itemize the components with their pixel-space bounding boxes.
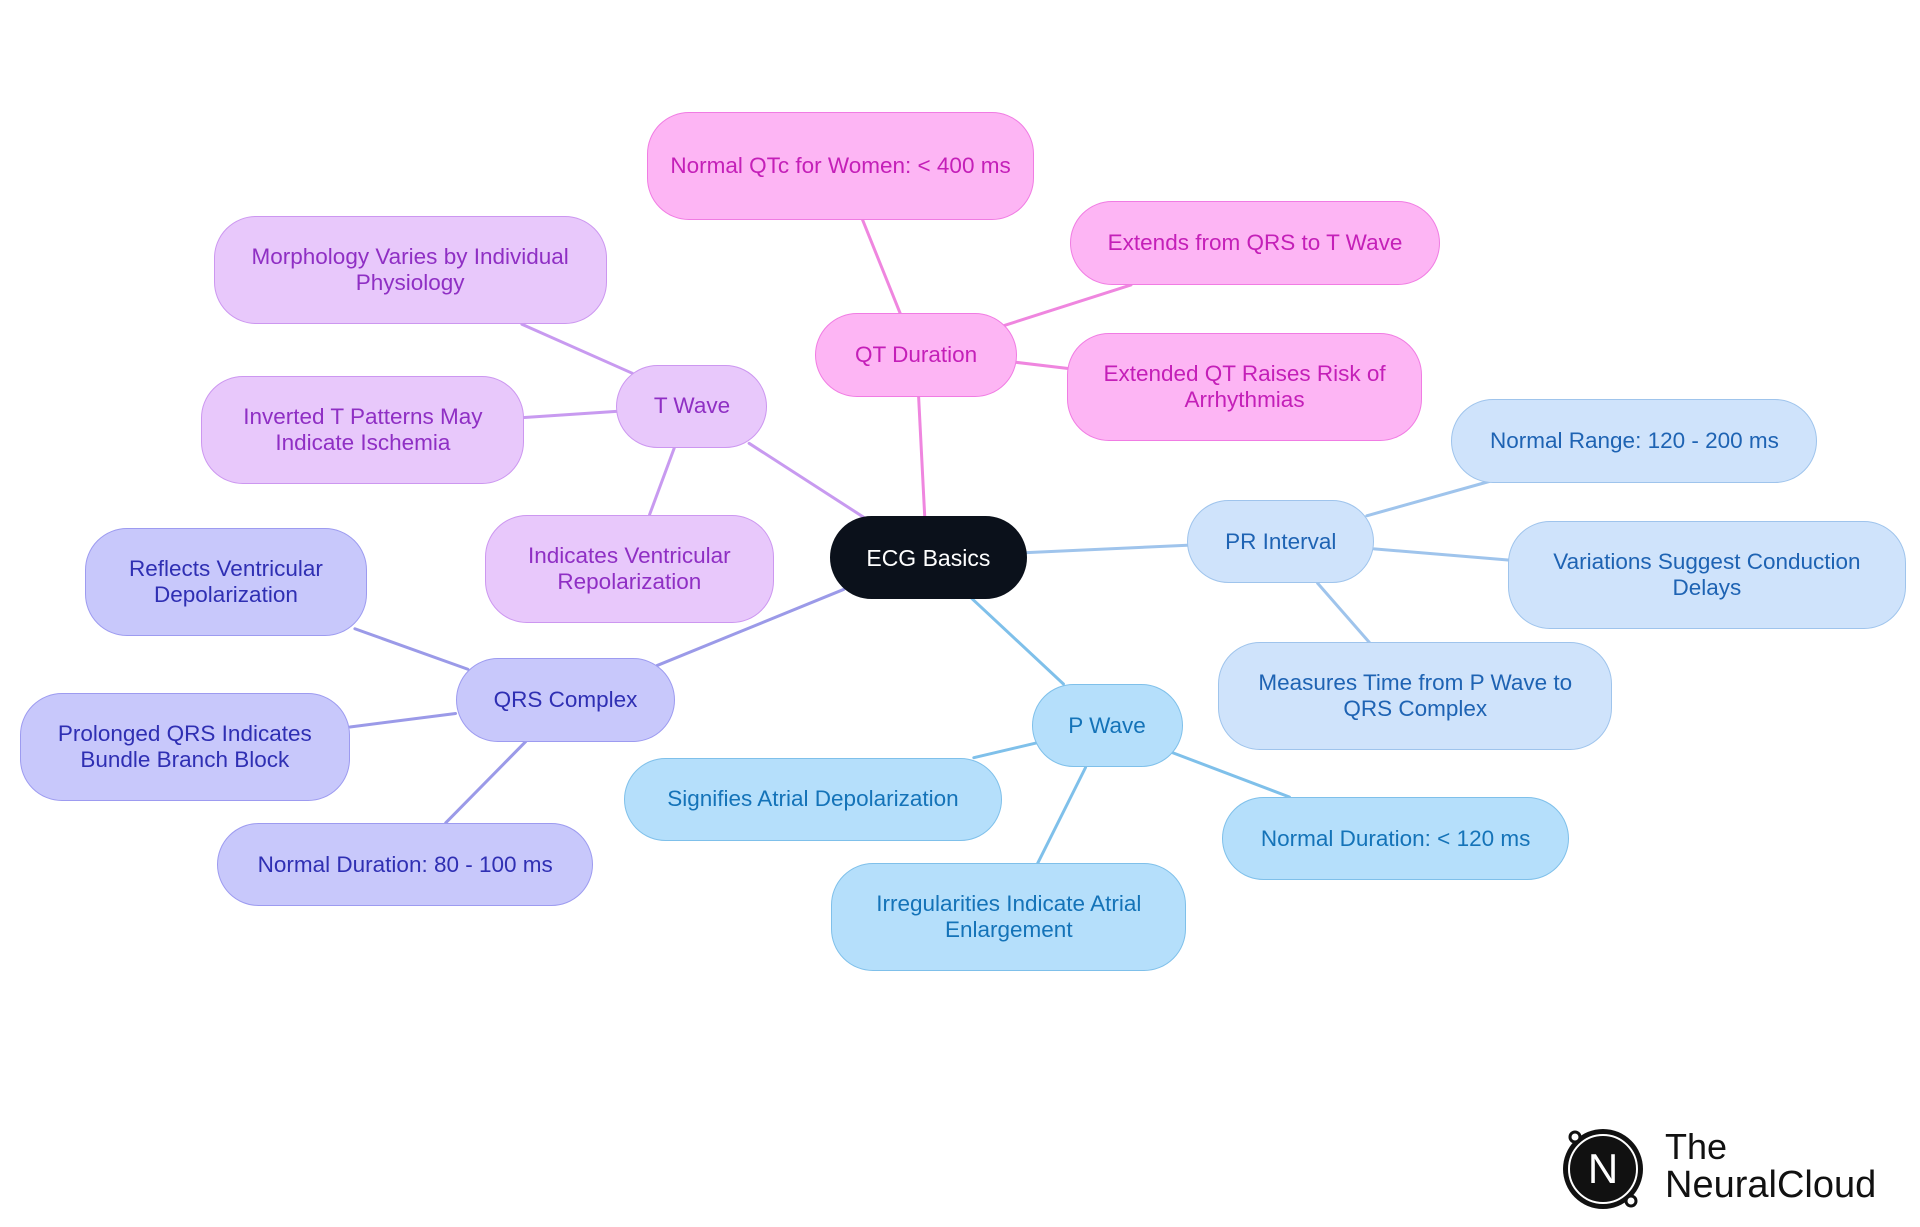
link-root-pr	[1025, 543, 1189, 555]
node-qrs3: Normal Duration: 80 - 100 ms	[217, 822, 594, 907]
node-label: Extends from QRS to T Wave	[1107, 230, 1403, 256]
node-qrs1: Reflects Ventricular Depolarization	[84, 528, 368, 637]
link-root-pw	[969, 596, 1065, 686]
node-pw1: Signifies Atrial Depolarization	[623, 757, 1003, 842]
node-label: Inverted T Patterns May Indicate Ischemi…	[243, 403, 483, 455]
link-pr-pr1	[1365, 479, 1492, 518]
link-qt-qt2	[1003, 283, 1133, 327]
node-label: Normal Duration: < 120 ms	[1260, 825, 1531, 851]
node-root: ECG Basics	[830, 515, 1027, 600]
node-label: Normal Duration: 80 - 100 ms	[257, 851, 553, 877]
node-pr1: Normal Range: 120 - 200 ms	[1451, 399, 1818, 483]
link-pr-pr3	[1316, 581, 1371, 644]
node-label: Morphology Varies by Individual Physiolo…	[251, 244, 569, 296]
logo-wordmark: The NeuralCloud	[1665, 1126, 1877, 1206]
node-tw3: Indicates Ventricular Repolarization	[485, 514, 774, 623]
link-pw-pw1	[972, 741, 1038, 760]
node-label: Prolonged QRS Indicates Bundle Branch Bl…	[57, 720, 312, 772]
node-qt1: Normal QTc for Women: < 400 ms	[647, 111, 1034, 220]
link-root-qrs	[655, 587, 846, 668]
link-qt-qt1	[860, 217, 902, 315]
node-label: Signifies Atrial Depolarization	[667, 786, 959, 812]
node-label: Indicates Ventricular Repolarization	[528, 542, 731, 594]
node-label: Measures Time from P Wave to QRS Complex	[1258, 670, 1573, 722]
node-label: Extended QT Raises Risk of Arrhythmias	[1103, 360, 1386, 412]
node-label: PR Interval	[1225, 528, 1337, 554]
node-tw2: Inverted T Patterns May Indicate Ischemi…	[201, 375, 525, 484]
link-tw-tw2	[522, 409, 618, 420]
link-qt-qt3	[1014, 360, 1069, 370]
logo-line-1: The	[1665, 1126, 1728, 1167]
link-tw-tw1	[520, 322, 634, 375]
link-root-qt	[917, 393, 927, 518]
node-label: Normal Range: 120 - 200 ms	[1490, 427, 1779, 453]
node-label: Normal QTc for Women: < 400 ms	[670, 152, 1011, 178]
link-qrs-qrs3	[444, 740, 528, 825]
node-qt2: Extends from QRS to T Wave	[1069, 201, 1441, 285]
node-qt3: Extended QT Raises Risk of Arrhythmias	[1067, 332, 1423, 441]
logo-glyph: N	[1588, 1145, 1618, 1192]
neural-cloud-logo-icon: N	[1563, 1129, 1643, 1209]
node-pw: P Wave	[1031, 683, 1183, 768]
link-qrs-qrs2	[348, 711, 458, 729]
node-qrs: QRS Complex	[455, 658, 676, 742]
link-root-tw	[747, 441, 865, 519]
node-label: P Wave	[1068, 712, 1146, 738]
link-tw-tw3	[648, 446, 676, 517]
node-label: Irregularities Indicate Atrial Enlargeme…	[876, 891, 1142, 943]
logo-line-2: NeuralCloud	[1665, 1164, 1877, 1206]
node-qt: QT Duration	[815, 313, 1017, 397]
node-pw3: Normal Duration: < 120 ms	[1221, 796, 1570, 881]
link-qrs-qrs1	[353, 627, 470, 671]
node-label: QRS Complex	[493, 686, 638, 712]
node-pw2: Irregularities Indicate Atrial Enlargeme…	[831, 863, 1187, 972]
node-pr3: Measures Time from P Wave to QRS Complex	[1218, 642, 1613, 751]
node-tw1: Morphology Varies by Individual Physiolo…	[213, 216, 607, 325]
link-pw-pw2	[1036, 766, 1088, 865]
node-label: ECG Basics	[866, 544, 991, 571]
node-label: T Wave	[653, 393, 731, 419]
link-pw-pw3	[1171, 751, 1291, 799]
node-label: QT Duration	[855, 341, 978, 367]
node-pr2: Variations Suggest Conduction Delays	[1507, 520, 1906, 629]
node-qrs2: Prolonged QRS Indicates Bundle Branch Bl…	[19, 692, 350, 801]
node-label: Reflects Ventricular Depolarization	[129, 556, 323, 608]
link-pr-pr2	[1372, 547, 1510, 562]
node-label: Variations Suggest Conduction Delays	[1553, 548, 1861, 600]
node-pr: PR Interval	[1187, 499, 1375, 584]
node-tw: T Wave	[616, 364, 768, 449]
